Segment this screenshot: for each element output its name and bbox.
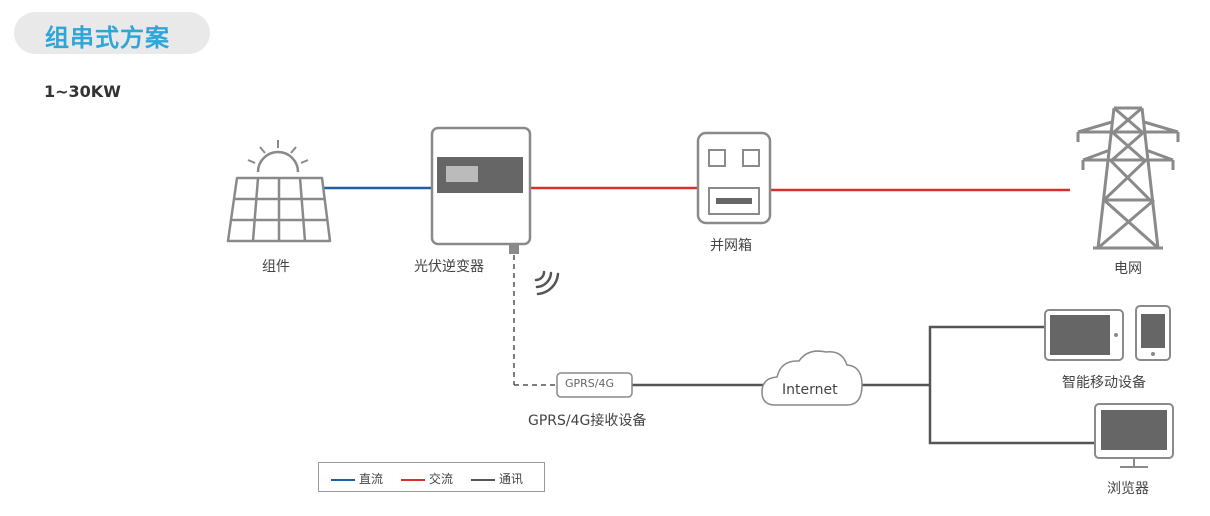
module-label: 组件 xyxy=(262,259,290,275)
inverter-icon xyxy=(430,126,532,254)
legend-swatch-ac xyxy=(401,478,425,481)
grid-label: 电网 xyxy=(1114,261,1142,277)
wireless-signal-icon xyxy=(534,270,560,296)
legend-item-comm: 通讯 xyxy=(471,470,523,487)
legend-item-dc: 直流 xyxy=(331,470,383,487)
legend-item-ac: 交流 xyxy=(401,470,453,487)
gprs-tag-box xyxy=(556,372,633,398)
tablet-icon xyxy=(1044,309,1124,361)
gprs-device-label: GPRS/4G接收设备 xyxy=(528,413,647,429)
legend-label-ac: 交流 xyxy=(429,472,454,486)
legend-swatch-comm xyxy=(471,478,495,481)
comm-branch-line xyxy=(928,325,1095,445)
cloud-icon xyxy=(761,350,863,406)
legend-swatch-dc xyxy=(331,478,355,481)
transmission-tower-icon xyxy=(1076,106,1180,250)
title-pill xyxy=(14,12,210,54)
page-title: 组串式方案 xyxy=(45,24,170,52)
inverter-label: 光伏逆变器 xyxy=(414,259,484,275)
combiner-box-label: 并网箱 xyxy=(710,238,752,254)
monitor-icon xyxy=(1094,403,1174,468)
legend-label-comm: 通讯 xyxy=(499,472,524,486)
mobile-device-label: 智能移动设备 xyxy=(1062,375,1146,391)
browser-label: 浏览器 xyxy=(1107,481,1149,497)
solar-panel-icon xyxy=(226,140,332,243)
combiner-box-icon xyxy=(696,131,772,225)
gprs-tag-label: GPRS/4G xyxy=(565,377,615,390)
legend-label-dc: 直流 xyxy=(359,472,384,486)
internet-label: Internet xyxy=(782,382,838,398)
legend: 直流 交流 通讯 xyxy=(318,462,545,492)
phone-icon xyxy=(1135,305,1171,361)
power-range: 1~30KW xyxy=(44,82,121,101)
